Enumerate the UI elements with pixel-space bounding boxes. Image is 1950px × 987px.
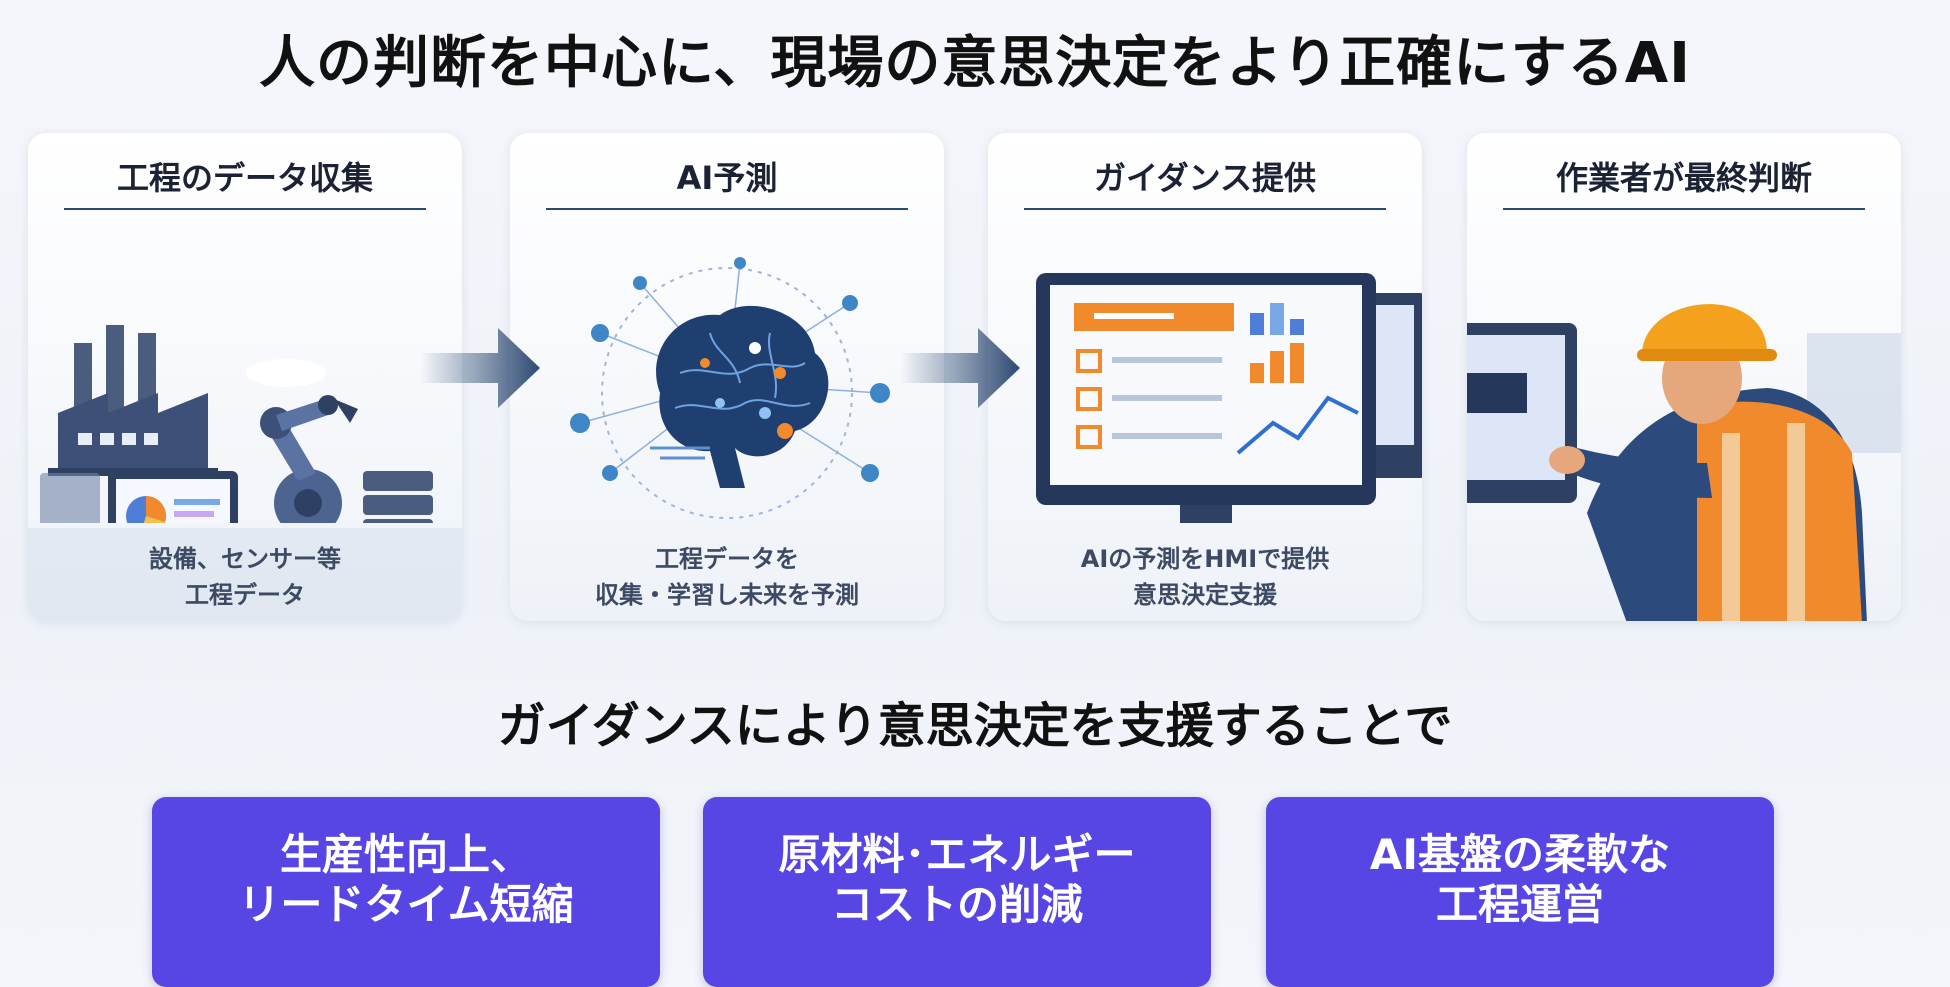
benefit-flexible-operation: AI基盤の柔軟な 工程運営 bbox=[1266, 797, 1774, 987]
caption-line: 意思決定支援 bbox=[1133, 581, 1277, 609]
factory-icon bbox=[40, 325, 433, 523]
caption-line: 工程データ bbox=[185, 581, 305, 609]
caption-line: 工程データを bbox=[655, 545, 799, 573]
step-card-guidance: ガイダンス提供 AIの予測をHMIで提供 意思決定支援 bbox=[988, 133, 1422, 621]
step-card-data-collection: 工程のデータ収集 bbox=[28, 133, 462, 621]
caption-line: AIの予測をHMIで提供 bbox=[1080, 545, 1330, 573]
caption-band bbox=[28, 528, 462, 621]
arrow-right-icon bbox=[900, 328, 1020, 408]
benefit-cost-reduction: 原材料･エネルギー コストの削減 bbox=[703, 797, 1211, 987]
step-heading: 作業者が最終判断 bbox=[1555, 159, 1812, 197]
benefit-productivity: 生産性向上、 リードタイム短縮 bbox=[152, 797, 660, 987]
step-heading: ガイダンス提供 bbox=[1093, 159, 1317, 197]
benefit-line: 原材料･エネルギー bbox=[778, 830, 1136, 879]
benefit-line: 生産性向上、 bbox=[279, 830, 532, 879]
step-caption: 設備、センサー等 工程データ bbox=[28, 541, 462, 613]
step-heading: 工程のデータ収集 bbox=[116, 159, 373, 197]
monitor-dashboard-icon bbox=[1036, 273, 1422, 523]
caption-line: 設備、センサー等 bbox=[149, 545, 341, 573]
caption-line: 収集・学習し未来を予測 bbox=[595, 581, 859, 609]
heading-divider bbox=[1024, 208, 1386, 210]
step-heading: AI予測 bbox=[676, 159, 778, 197]
heading-divider bbox=[546, 208, 908, 210]
benefit-line: リードタイム短縮 bbox=[238, 880, 574, 929]
robot-arm-icon bbox=[260, 395, 358, 523]
brain-network-icon bbox=[570, 257, 890, 519]
heading-divider bbox=[1503, 208, 1865, 210]
step-caption: 工程データを 収集・学習し未来を予測 bbox=[510, 541, 944, 613]
worker-helmet-icon bbox=[1467, 304, 1901, 621]
step-card-ai-prediction: AI予測 bbox=[510, 133, 944, 621]
benefit-line: 工程運営 bbox=[1435, 880, 1604, 929]
section-subtitle: ガイダンスにより意思決定を支援することで bbox=[497, 698, 1453, 754]
benefit-line: AI基盤の柔軟な bbox=[1369, 830, 1671, 879]
step-caption: AIの予測をHMIで提供 意思決定支援 bbox=[988, 541, 1422, 613]
arrow-right-icon bbox=[420, 328, 540, 408]
step-card-worker-decision: 作業者が最終判断 bbox=[1467, 133, 1901, 621]
page-title: 人の判断を中心に、現場の意思決定をより正確にするAI bbox=[259, 31, 1691, 96]
benefit-line: コストの削減 bbox=[830, 880, 1083, 929]
heading-divider bbox=[64, 208, 426, 210]
